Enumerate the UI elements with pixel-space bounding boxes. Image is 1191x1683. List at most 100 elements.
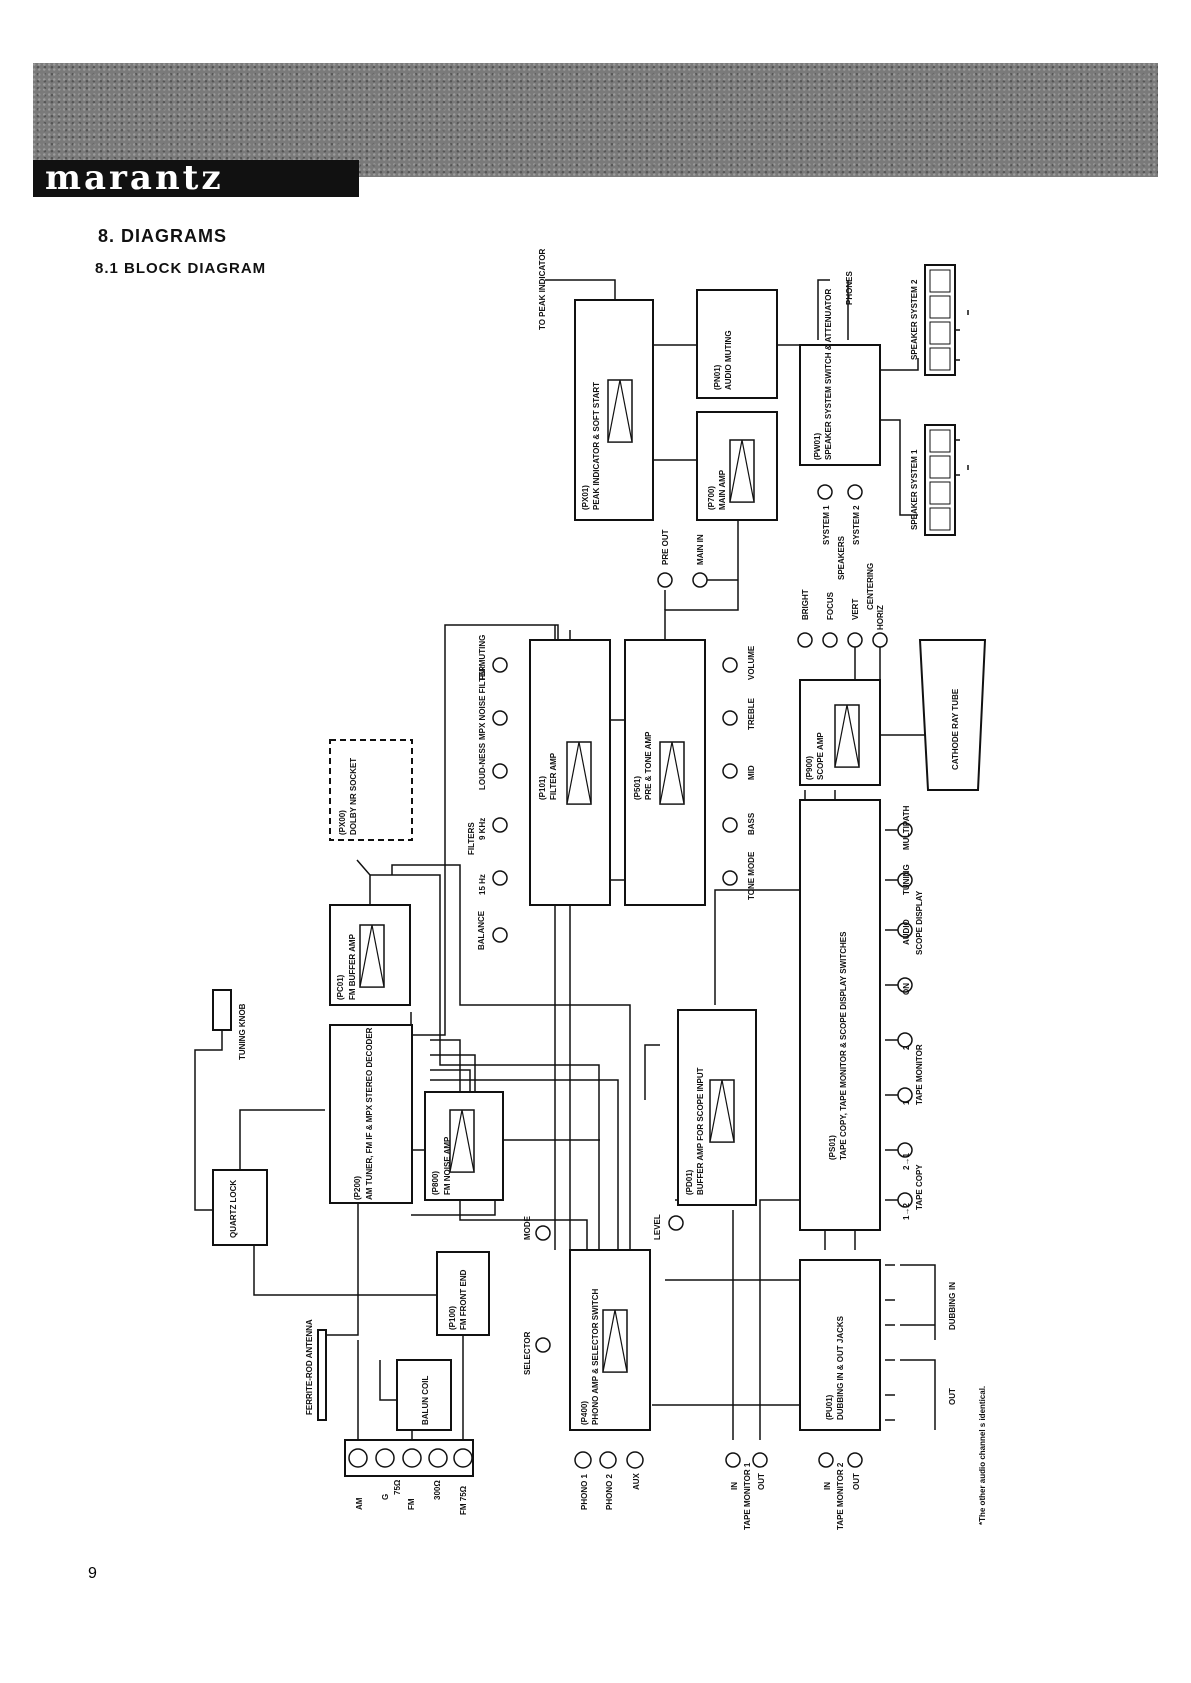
block-pn01: (PN01) AUDIO MUTING (696, 289, 778, 399)
svg-text:OUT: OUT (852, 1473, 861, 1490)
block-p200: (P200) AM TUNER, FM IF & MPX STEREO DECO… (329, 1024, 413, 1204)
focus-knob-icon (822, 632, 838, 648)
pre-out-jack-icon (657, 572, 673, 588)
svg-text:PHONO 2: PHONO 2 (605, 1473, 614, 1510)
svg-text:IN: IN (730, 1482, 739, 1490)
block-p601: (PC01) FM BUFFER AMP (329, 904, 411, 1006)
svg-text:(P501): (P501) (633, 776, 642, 800)
svg-text:G: G (381, 1494, 390, 1500)
svg-text:2: 2 (902, 1045, 911, 1050)
svg-text:TUNING: TUNING (902, 864, 911, 895)
svg-text:(P101): (P101) (538, 776, 547, 800)
svg-text:(PS01): (PS01) (828, 1135, 837, 1160)
svg-text:PEAK INDICATOR & SOFT START: PEAK INDICATOR & SOFT START (592, 382, 601, 510)
ferrite-rod-antenna: FERRITE-ROD ANTENNA (305, 1319, 327, 1421)
svg-text:300Ω: 300Ω (433, 1480, 442, 1500)
tm1-in-jack-icon (725, 1452, 741, 1468)
svg-text:LOUD-NESS: LOUD-NESS (478, 742, 487, 790)
control-knobs[interactable] (492, 484, 913, 1469)
svg-text:9 KHz: 9 KHz (478, 818, 487, 840)
block-ps01: (PS01) TAPE COPY, TAPE MONITOR & SCOPE D… (799, 799, 881, 1231)
svg-text:BUFFER AMP FOR SCOPE INPUT: BUFFER AMP FOR SCOPE INPUT (696, 1067, 705, 1195)
speakers-system1-switch-icon (817, 484, 833, 500)
svg-text:*The other audio channel s ide: *The other audio channel s identical. (978, 1386, 987, 1525)
block-p101: (P101) FILTER AMP (529, 639, 611, 906)
svg-text:1→2: 1→2 (902, 1203, 911, 1220)
block-pu01: (PU01) DUBBING IN & OUT JACKS (799, 1259, 881, 1431)
svg-text:PHONO AMP & SELECTOR SWITCH: PHONO AMP & SELECTOR SWITCH (591, 1288, 600, 1425)
section-subtitle: 8.1 BLOCK DIAGRAM (95, 260, 267, 277)
svg-text:(P700): (P700) (707, 486, 716, 510)
horiz-knob-icon (872, 632, 888, 648)
svg-text:IN: IN (948, 1282, 957, 1290)
svg-text:(PD01): (PD01) (685, 1169, 694, 1195)
tm2-in-jack-icon (818, 1452, 834, 1468)
svg-text:(PW01): (PW01) (813, 433, 822, 460)
speaker-system-2: SPEAKER SYSTEM 2 (910, 264, 956, 376)
balance-knob-icon (492, 927, 508, 943)
svg-text:TO PEAK INDICATOR: TO PEAK INDICATOR (538, 248, 547, 330)
svg-text:CATHODE RAY TUBE: CATHODE RAY TUBE (951, 688, 960, 770)
signal-wires (194, 279, 969, 1440)
svg-text:AUDIO: AUDIO (902, 919, 911, 945)
svg-text:MULTIPATH: MULTIPATH (902, 805, 911, 850)
svg-text:SPEAKER SYSTEM 1: SPEAKER SYSTEM 1 (910, 449, 919, 530)
svg-text:AUDIO MUTING: AUDIO MUTING (724, 330, 733, 390)
svg-text:PHONES: PHONES (845, 271, 854, 305)
level-knob-icon (668, 1215, 684, 1231)
svg-text:TONE MODE: TONE MODE (747, 851, 756, 900)
svg-text:BRIGHT: BRIGHT (801, 589, 810, 620)
selector-switch-icon (535, 1337, 551, 1353)
svg-text:OUT: OUT (948, 1388, 957, 1405)
svg-text:TAPE MONITOR: TAPE MONITOR (915, 1044, 924, 1105)
svg-text:FOCUS: FOCUS (826, 591, 835, 620)
block-pd01: (PD01) BUFFER AMP FOR SCOPE INPUT (677, 1009, 757, 1206)
15hz-filter-switch-icon (492, 870, 508, 886)
svg-text:MAIN IN: MAIN IN (696, 534, 705, 565)
svg-text:MODE: MODE (523, 1215, 532, 1240)
header-banner (33, 63, 1158, 177)
svg-text:OUT: OUT (757, 1473, 766, 1490)
antenna-terminal (344, 1439, 474, 1477)
mid-knob-icon (722, 763, 738, 779)
svg-text:15 Hz: 15 Hz (478, 874, 487, 895)
svg-text:75Ω: 75Ω (393, 1479, 402, 1495)
svg-text:TAPE MONITOR 2: TAPE MONITOR 2 (836, 1462, 845, 1530)
svg-text:FM BUFFER AMP: FM BUFFER AMP (348, 933, 357, 1000)
mpx-filter-switch-icon (492, 710, 508, 726)
svg-text:TREBLE: TREBLE (747, 697, 756, 730)
block-pw01: (PW01) SPEAKER SYSTEM SWITCH & ATTENUATO… (799, 289, 881, 466)
svg-text:VOLUME: VOLUME (747, 645, 756, 680)
svg-text:PRE & TONE AMP: PRE & TONE AMP (644, 731, 653, 800)
bass-knob-icon (722, 817, 738, 833)
svg-text:(P100): (P100) (448, 1306, 457, 1330)
speakers-system2-switch-icon (847, 484, 863, 500)
volume-knob-icon (722, 657, 738, 673)
vert-knob-icon (847, 632, 863, 648)
svg-text:FERRITE-ROD ANTENNA: FERRITE-ROD ANTENNA (305, 1319, 314, 1415)
svg-text:FM: FM (407, 1498, 416, 1510)
on-switch-icon (897, 977, 913, 993)
block-p900: (P900) SCOPE AMP (799, 679, 881, 786)
svg-text:PRE OUT: PRE OUT (661, 529, 670, 565)
svg-text:SCOPE AMP: SCOPE AMP (816, 732, 825, 780)
svg-text:(P400): (P400) (580, 1401, 589, 1425)
svg-text:(P200): (P200) (353, 1176, 362, 1200)
fm-muting-switch-icon (492, 657, 508, 673)
svg-text:AM: AM (355, 1497, 364, 1510)
diagram-labels: AM G 75Ω FM 300Ω FM 75Ω MODE SELECTOR PH… (355, 248, 987, 1530)
phono1-jack-icon (574, 1451, 592, 1469)
svg-text:ON: ON (902, 983, 911, 995)
svg-text:(PX01): (PX01) (581, 485, 590, 510)
block-p501: (P501) PRE & TONE AMP (624, 639, 706, 906)
tuning-knob[interactable]: TUNING KNOB (212, 989, 247, 1060)
svg-text:BALANCE: BALANCE (477, 910, 486, 950)
svg-text:QUARTZ LOCK: QUARTZ LOCK (229, 1180, 238, 1238)
main-in-jack-icon (692, 572, 708, 588)
svg-text:VERT: VERT (851, 599, 860, 620)
svg-text:LEVEL: LEVEL (653, 1214, 662, 1240)
section-title: 8. DIAGRAMS (98, 226, 228, 246)
svg-text:CENTERING: CENTERING (866, 563, 875, 610)
block-p400: (P400) PHONO AMP & SELECTOR SWITCH (569, 1249, 651, 1431)
